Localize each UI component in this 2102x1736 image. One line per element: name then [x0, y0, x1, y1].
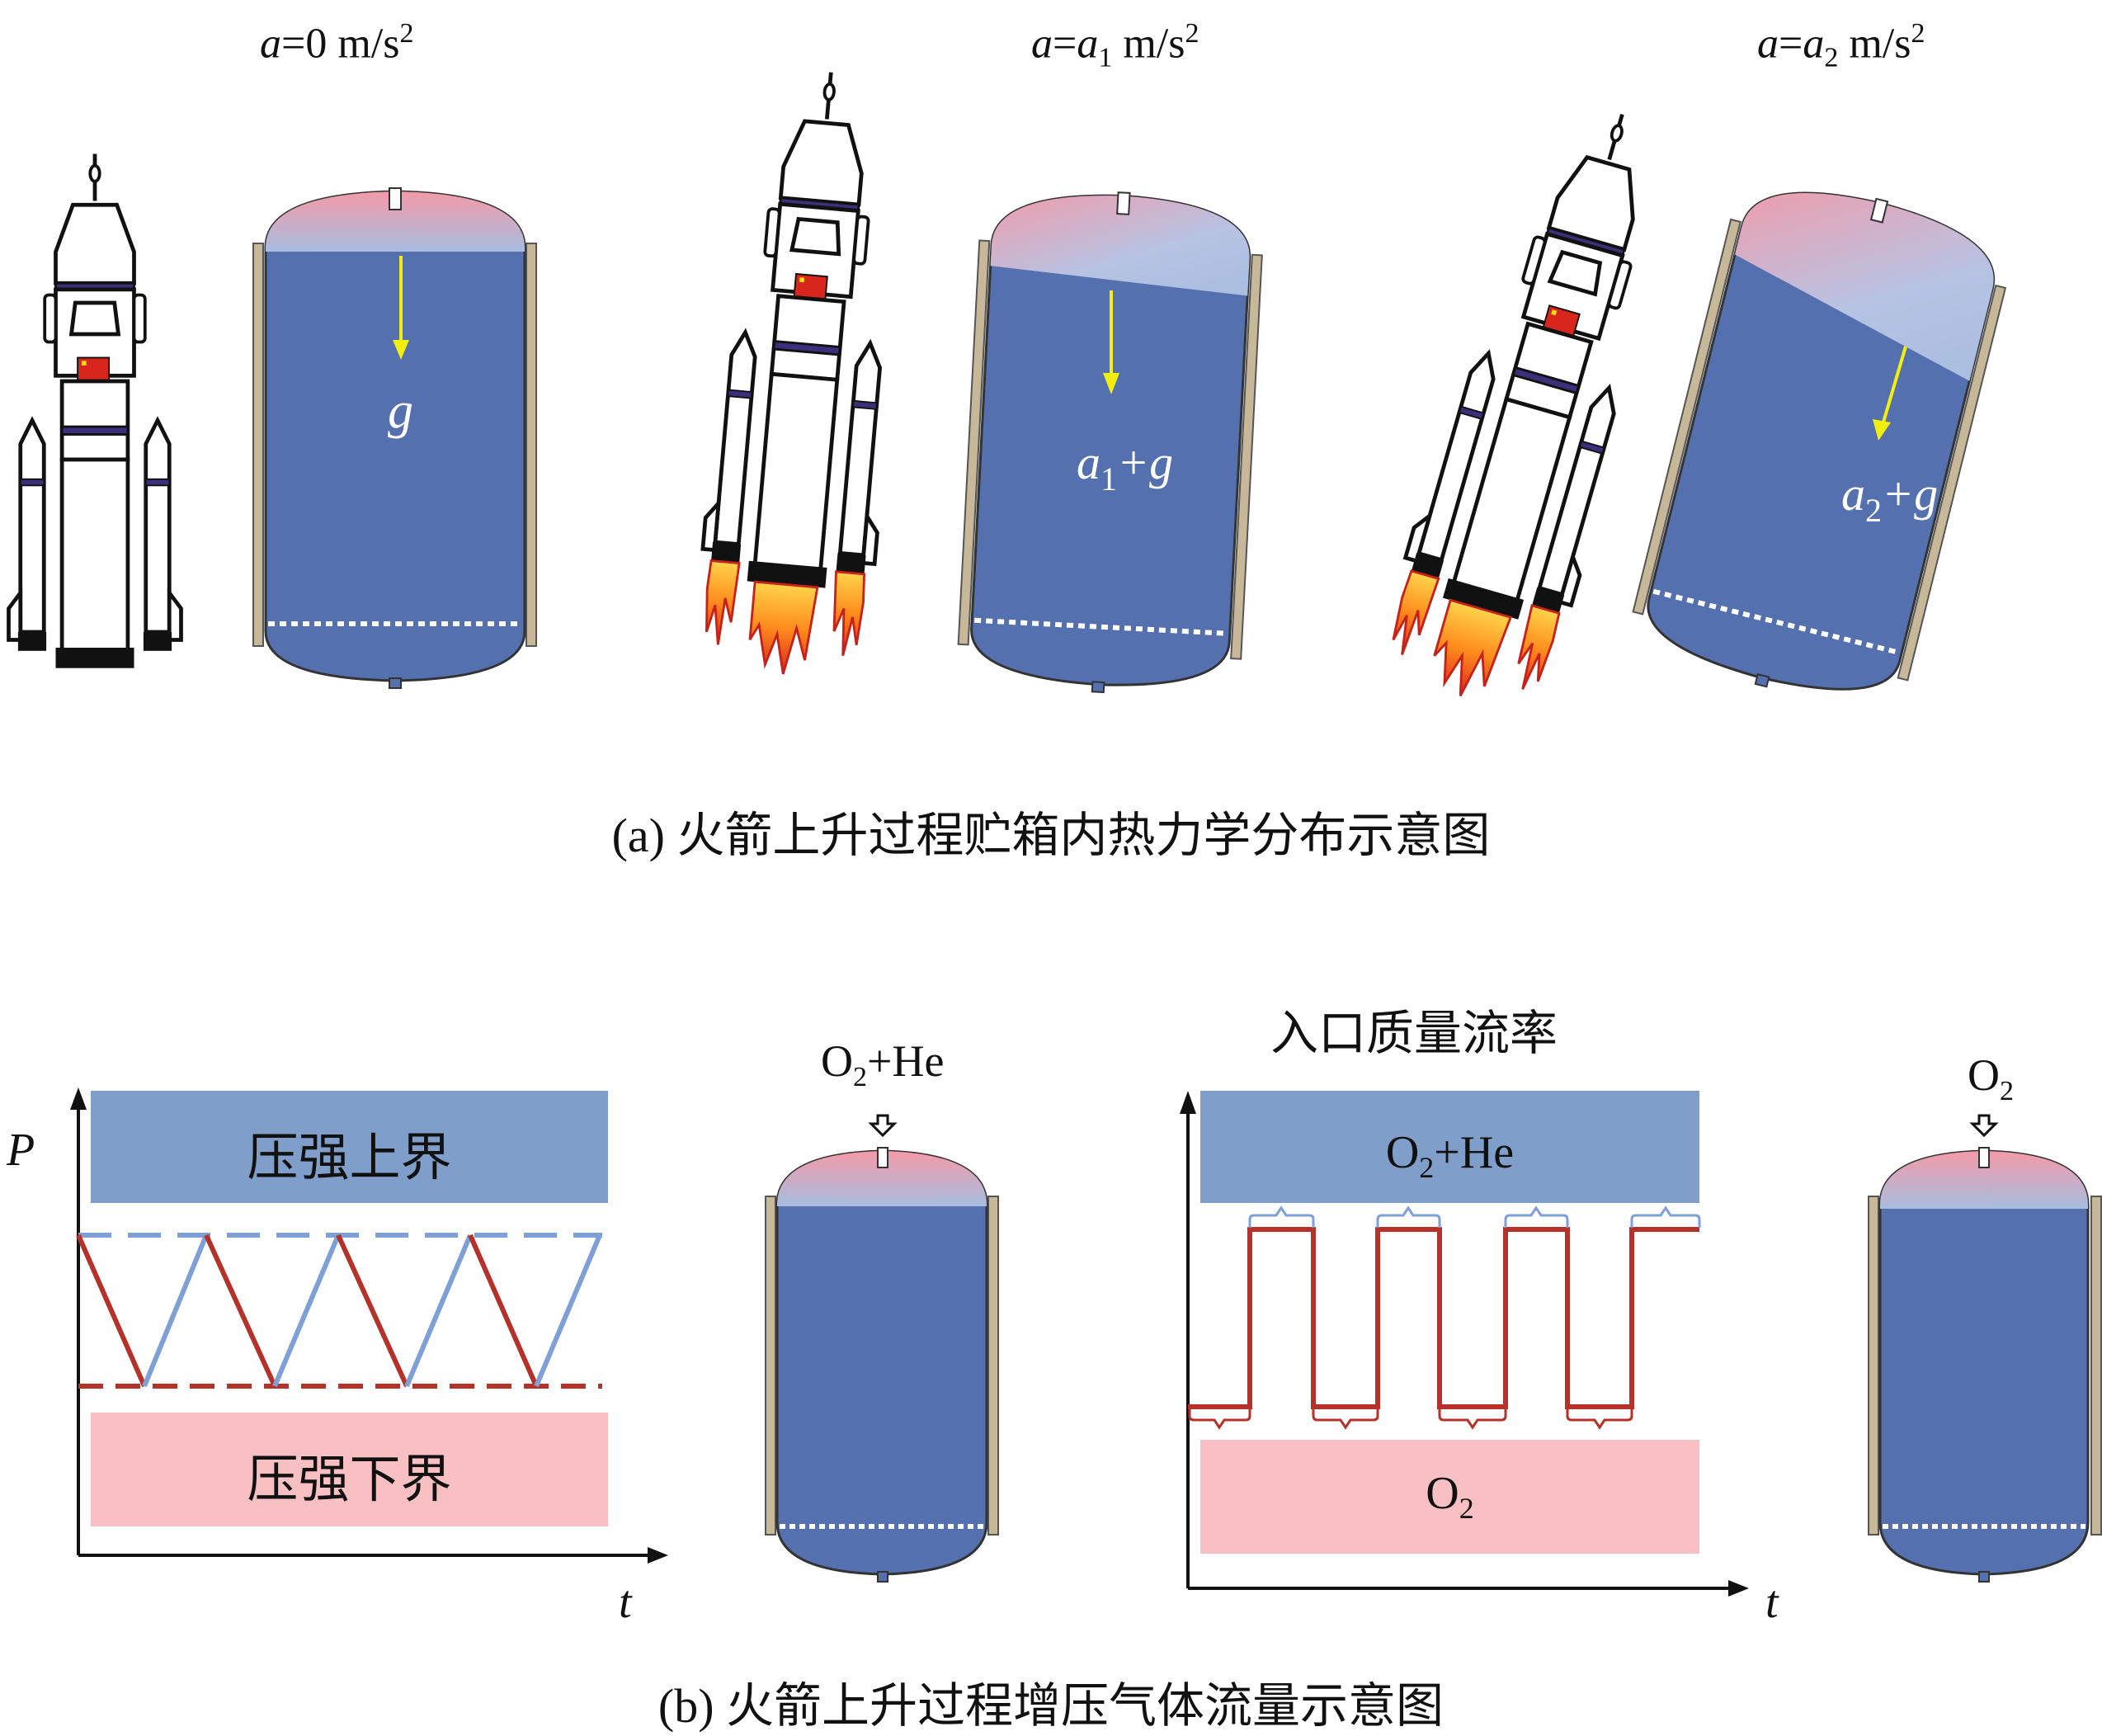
tank-1	[252, 187, 537, 689]
tank-2	[957, 191, 1263, 694]
caption-b: (b) 火箭上升过程增压气体流量示意图	[657, 1679, 1445, 1733]
flowrate-title: 入口质量流率	[1270, 1007, 1558, 1060]
lower-gas-label: O2	[1426, 1468, 1474, 1526]
pressure-chart	[70, 1087, 668, 1564]
rocket-1	[8, 153, 181, 668]
flowrate-lower-box	[1200, 1440, 1699, 1554]
flowrate-upper-box	[1200, 1091, 1699, 1203]
tank-b1	[765, 1114, 999, 1583]
tank-3	[1632, 191, 2007, 691]
pressure-axis-label: P	[7, 1125, 35, 1176]
caption-a: (a) 火箭上升过程贮箱内热力学分布示意图	[611, 809, 1491, 862]
tank-b2	[1868, 1114, 2102, 1583]
inlet-arrow-2	[1969, 1114, 1999, 1138]
accel-title-3: a=a2 m/s2	[1757, 18, 1925, 73]
flowrate-chart	[1180, 1091, 1749, 1597]
upper-gas-label: O2+He	[1385, 1127, 1515, 1185]
flowrate-square-wave	[1188, 1227, 1699, 1409]
pressure-sawtooth	[76, 1234, 602, 1388]
upper-bound-label: 压强上界	[247, 1130, 452, 1186]
tank1-inlet-label: O2+He	[821, 1036, 945, 1092]
vector-label-3: a2+g	[1841, 467, 1938, 529]
inlet-arrow-1	[868, 1114, 898, 1138]
flowrate-time-label: t	[1765, 1577, 1779, 1628]
tank2-inlet-label: O2	[1968, 1050, 2014, 1106]
pressure-upper-box	[91, 1091, 608, 1203]
lower-bound-label: 压强下界	[247, 1452, 452, 1508]
accel-title-2: a=a1 m/s2	[1031, 18, 1199, 73]
accel-title-1: a=0 m/s2	[260, 18, 414, 68]
vector-label-2: a1+g	[1077, 436, 1173, 498]
pressure-lower-box	[91, 1413, 608, 1526]
vector-label-1: g	[388, 383, 413, 439]
pressure-time-label: t	[619, 1577, 632, 1628]
upper-braces	[1248, 1205, 1701, 1228]
rocket-2	[692, 65, 917, 682]
accel-arrow-3	[1881, 346, 1907, 426]
lower-braces	[1188, 1408, 1633, 1430]
